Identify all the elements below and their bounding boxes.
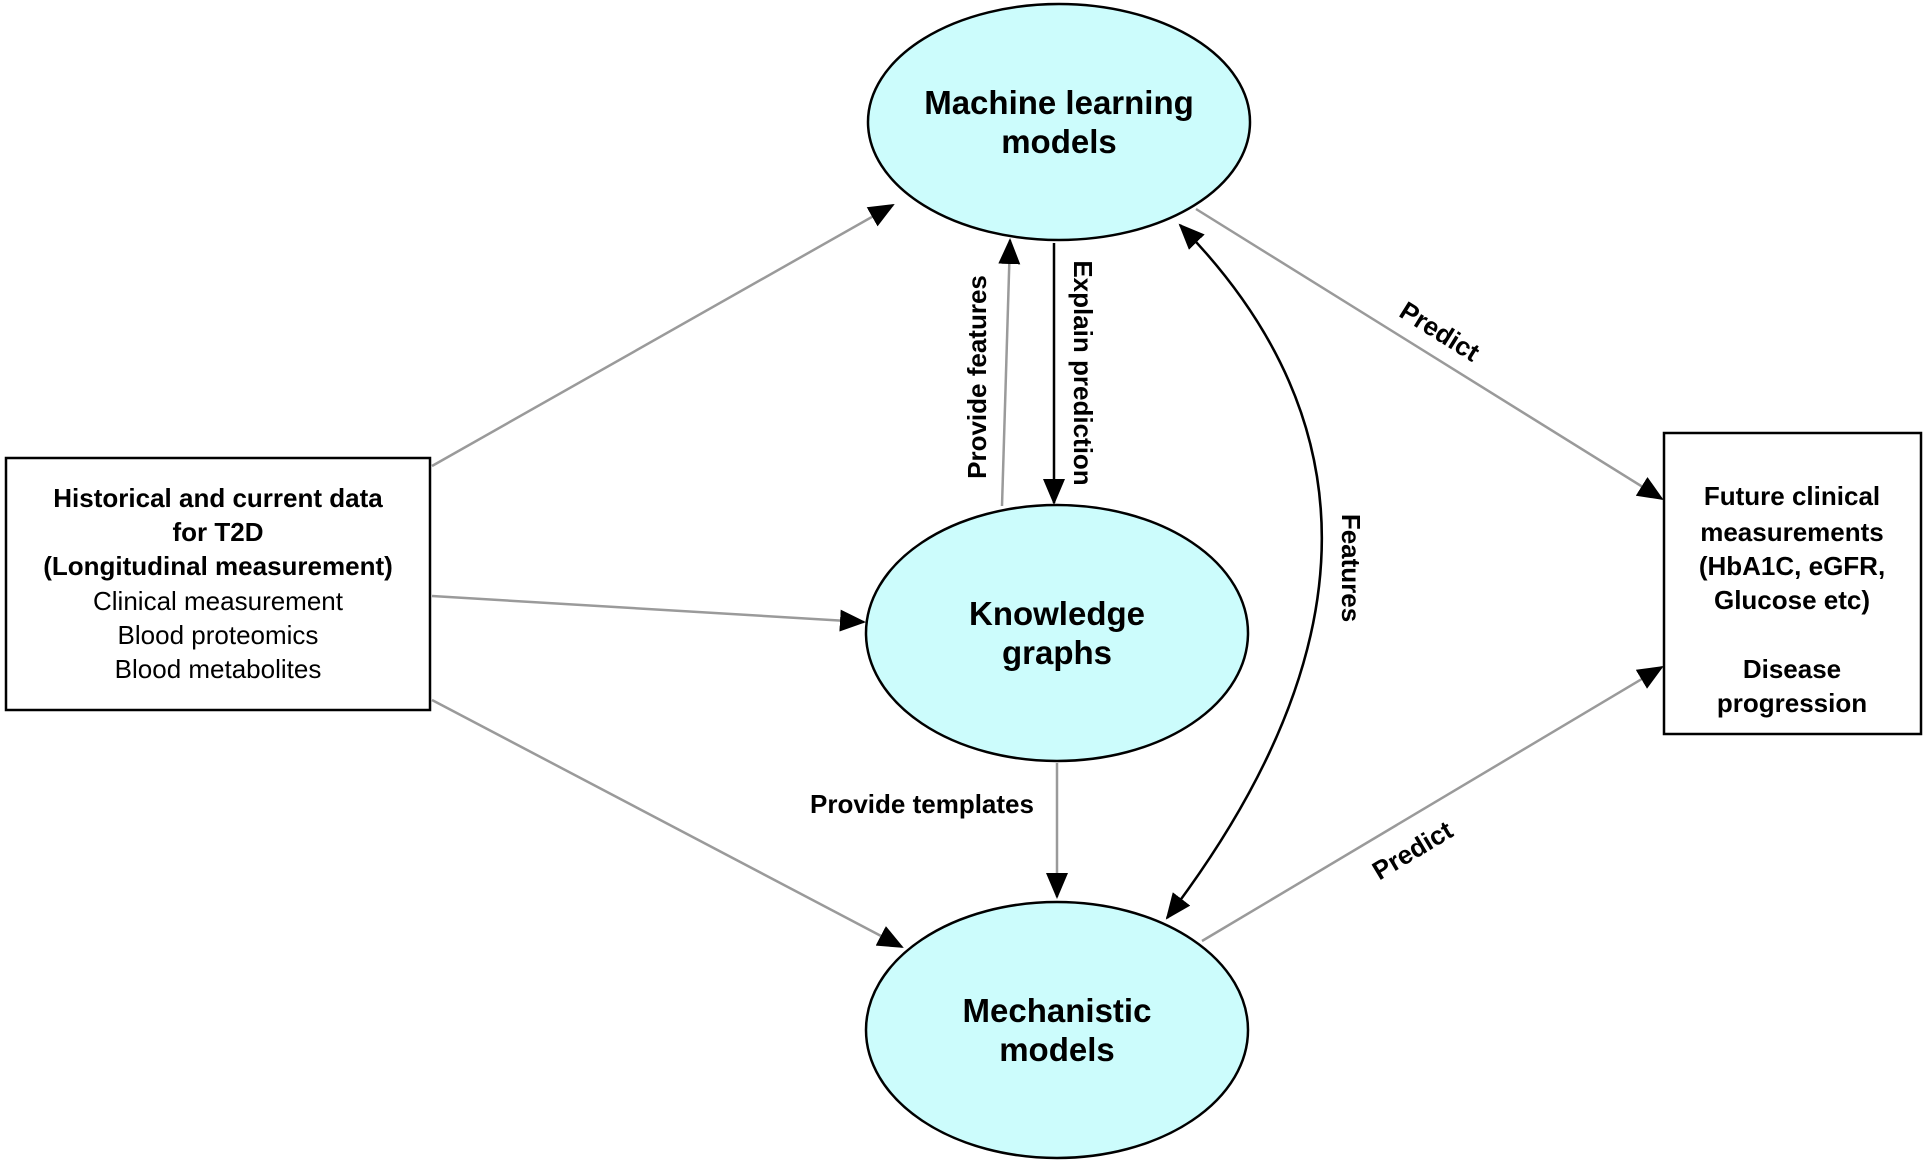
input-title-line2: for T2D (173, 517, 264, 547)
output-line3: (HbA1C, eGFR, (1699, 551, 1885, 581)
edge-input-to-kg (431, 594, 866, 632)
edge-mech-to-output (1201, 665, 1664, 943)
ml-models-label-line1: Machine learning (924, 84, 1194, 121)
output-box: Future clinical measurements (HbA1C, eGF… (1662, 431, 1923, 736)
edge-ml-to-output (1195, 207, 1664, 501)
label-features: Features (1336, 514, 1366, 622)
knowledge-graphs-label-line1: Knowledge (969, 595, 1145, 632)
mechanistic-models-node: Mechanistic models (864, 900, 1250, 1160)
label-provide-features: Provide features (962, 275, 992, 479)
mechanistic-models-label-line1: Mechanistic (963, 992, 1152, 1029)
mechanistic-models-label-line2: models (999, 1031, 1115, 1068)
edge-input-to-ml (431, 203, 895, 468)
edge-input-to-mech (431, 698, 904, 949)
label-explain-prediction: Explain prediction (1068, 260, 1098, 485)
input-title-line3: (Longitudinal measurement) (43, 551, 393, 581)
label-predict-top: Predict (1394, 295, 1485, 367)
output-line6: progression (1717, 688, 1867, 718)
label-provide-templates: Provide templates (810, 789, 1034, 819)
input-data-box: Historical and current data for T2D (Lon… (4, 456, 432, 712)
output-line1: Future clinical (1704, 481, 1880, 511)
output-line5: Disease (1743, 654, 1841, 684)
label-predict-bottom: Predict (1367, 815, 1458, 886)
input-title-line1: Historical and current data (53, 483, 383, 513)
input-item-proteomics: Blood proteomics (118, 620, 319, 650)
input-item-clinical: Clinical measurement (93, 586, 344, 616)
knowledge-graphs-node: Knowledge graphs (864, 503, 1250, 763)
input-item-metabolites: Blood metabolites (115, 654, 322, 684)
output-line4: Glucose etc) (1714, 585, 1870, 615)
ml-models-label-line2: models (1001, 123, 1117, 160)
edge-ml-mech-features (1165, 223, 1324, 920)
knowledge-graphs-label-line2: graphs (1002, 634, 1112, 671)
output-line2: measurements (1700, 517, 1884, 547)
ml-models-node: Machine learning models (866, 2, 1252, 242)
edge-kg-to-ml (998, 238, 1021, 507)
